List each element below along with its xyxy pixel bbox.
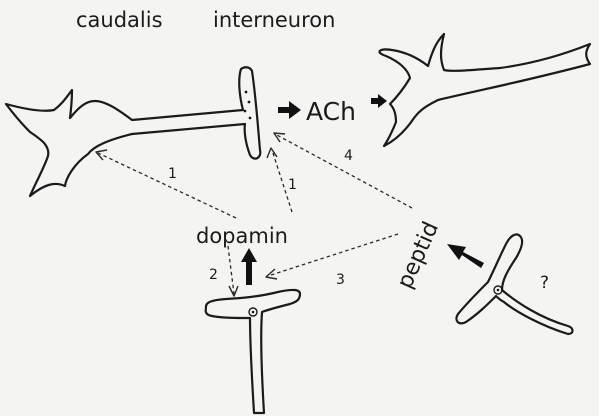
question-mark-label: ? xyxy=(540,273,549,293)
interneuron-label: interneuron xyxy=(213,8,335,32)
ach-to-interneuron-arrow xyxy=(371,94,387,108)
pathway-4-label: 4 xyxy=(344,148,353,164)
ach-label: ACh xyxy=(306,97,356,126)
pathway-3-label: 3 xyxy=(336,272,345,288)
peptide-neuron xyxy=(456,234,572,334)
dopamine-release-arrow xyxy=(241,248,257,285)
dopamin-label: dopamin xyxy=(196,224,288,248)
peptide-release-arrow xyxy=(447,244,484,268)
ach-release-arrow xyxy=(278,101,301,119)
pathway-2-arrow xyxy=(228,246,238,296)
interneuron xyxy=(379,34,590,146)
pathway-1-right-label: 1 xyxy=(288,177,297,193)
peptid-label: peptid xyxy=(393,218,444,292)
caudalis-neuron xyxy=(6,67,260,196)
caudalis-label: caudalis xyxy=(76,8,163,32)
pathway-1-left-label: 1 xyxy=(168,166,177,182)
pathway-4-arrow xyxy=(274,133,412,208)
pathway-1-left-arrow xyxy=(96,150,236,218)
pathway-2-label: 2 xyxy=(209,267,218,283)
synaptic-vesicles xyxy=(244,91,252,120)
